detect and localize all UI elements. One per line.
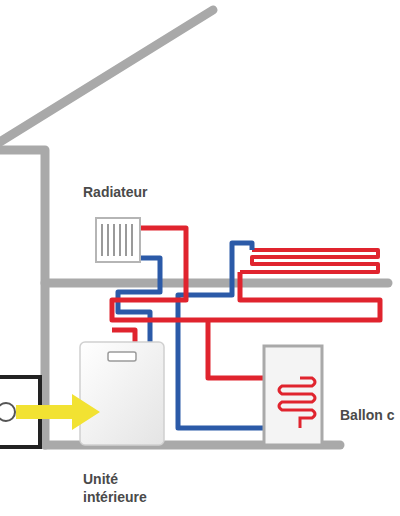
roof-line [0, 10, 213, 145]
part-label: Ballon c [340, 406, 394, 424]
upper-floor [45, 279, 388, 288]
tank-coil [279, 378, 315, 428]
part-label: Radiateur [83, 183, 148, 201]
indoor-unit-body [80, 342, 164, 445]
red-pipe [112, 330, 135, 342]
energy-arrow [16, 394, 100, 430]
water-tank [264, 346, 322, 445]
tank-body [264, 346, 322, 445]
outdoor-unit-fan [0, 403, 15, 421]
radiator-fins [102, 224, 132, 256]
radiator [96, 218, 140, 262]
house-outline [0, 10, 388, 445]
indoor-unit-display [108, 352, 136, 361]
indoor-unit [80, 342, 164, 445]
part-label: Unité intérieure [83, 470, 173, 506]
red-pipe [112, 228, 380, 320]
radiator-body [96, 218, 140, 262]
floor-heating-coil [240, 250, 378, 272]
